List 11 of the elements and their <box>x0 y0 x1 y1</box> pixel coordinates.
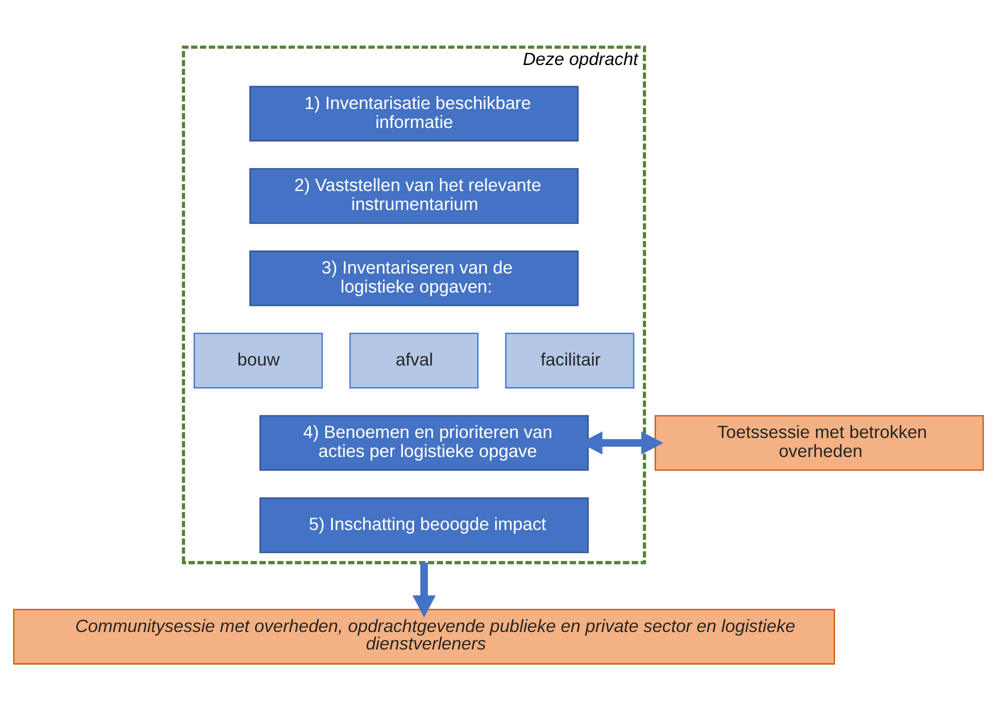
node-box: bouw <box>194 332 323 388</box>
node-box: Communitysessie met overheden, opdrachtgevende publieke en private sector en logistieke dienstverleners <box>13 608 836 665</box>
node-box: 4) Benoemen en prioriteren van acties per logistieke opgave <box>259 415 589 471</box>
node-box: afval <box>349 332 479 388</box>
node-box: 3) Inventariseren van de logistieke opgaven: <box>249 250 579 306</box>
node-box: 5) Inschatting beoogde impact <box>259 497 589 554</box>
node-box: facilitair <box>505 332 634 388</box>
node-box: Toetssessie met betrokken overheden <box>654 415 984 471</box>
node-box: 1) Inventarisatie beschikbare informatie <box>249 86 579 142</box>
node-box: 2) Vaststellen van het relevante instrumentarium <box>249 168 579 224</box>
arrow <box>412 562 436 618</box>
